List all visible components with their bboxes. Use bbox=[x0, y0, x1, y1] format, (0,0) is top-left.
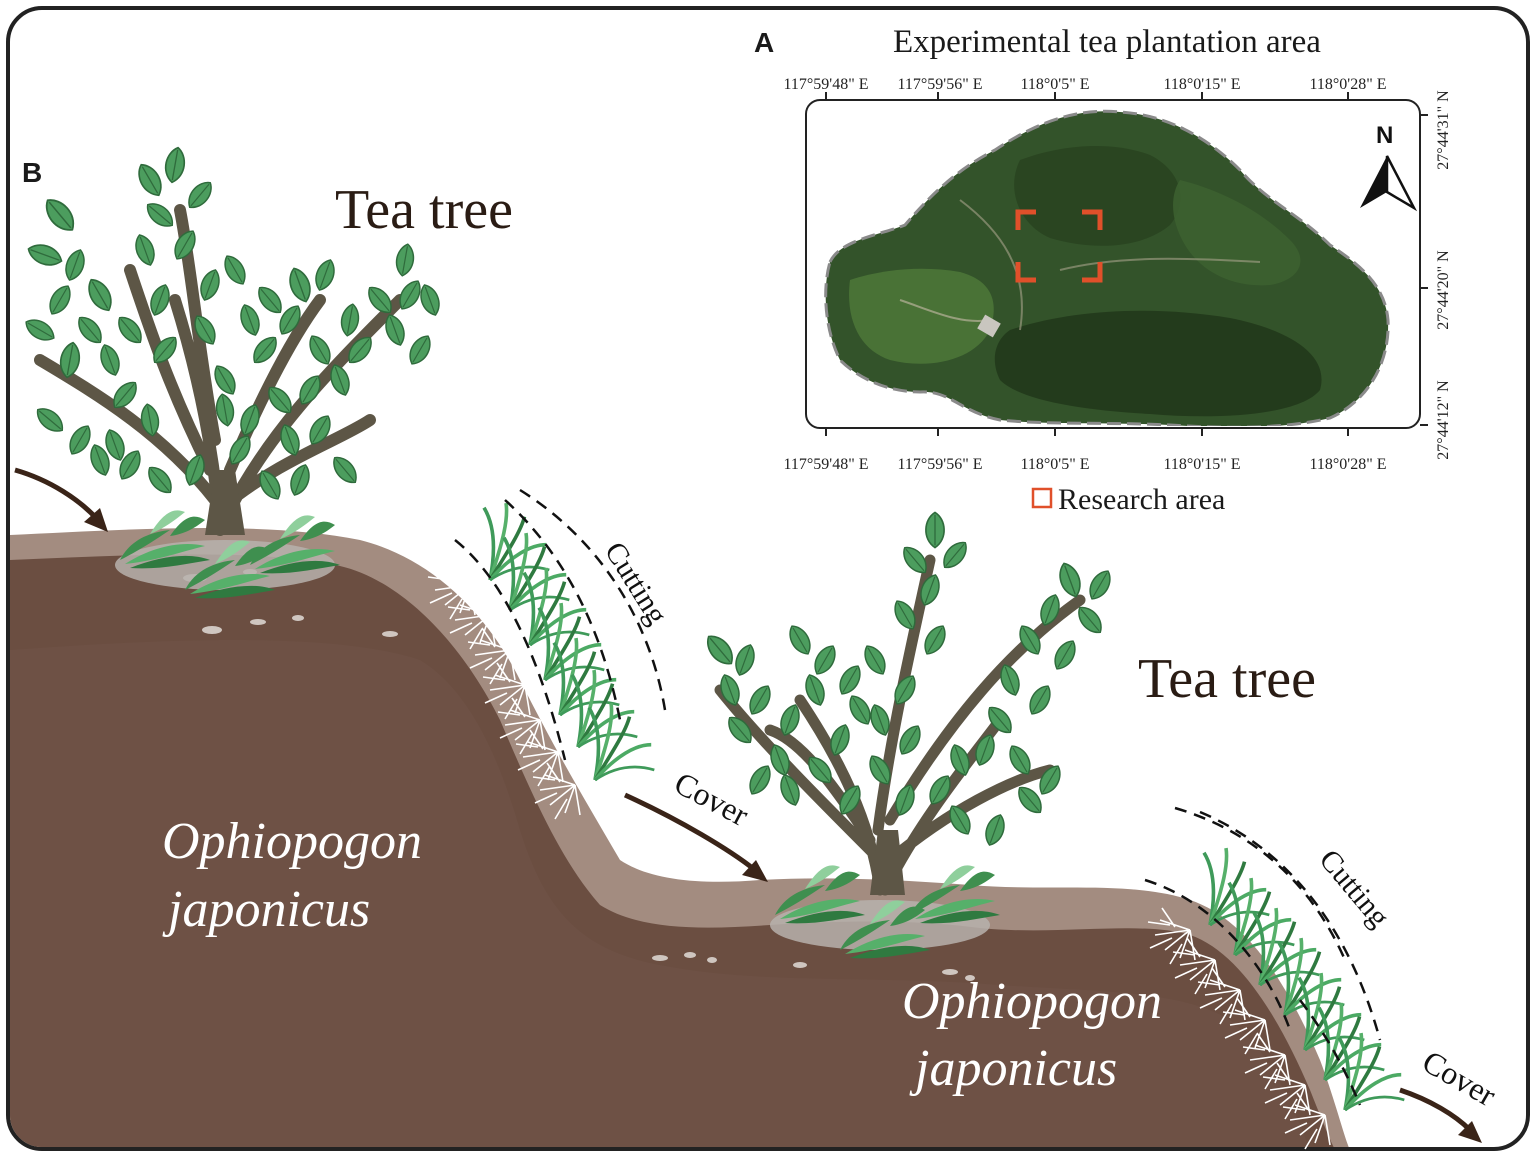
cutting-arc-2c bbox=[1144, 878, 1292, 1031]
cutting-arc-2b bbox=[1199, 810, 1382, 1041]
plant-label-2-line2: japonicus bbox=[909, 1040, 1117, 1097]
bottom-lon-tick-4: 118°0'15" E bbox=[1164, 456, 1241, 473]
cover-arrow-2 bbox=[1399, 1087, 1482, 1143]
research-area-legend-label: Research area bbox=[1058, 483, 1225, 516]
ophiopogon-tufts-2 bbox=[770, 865, 1000, 959]
north-arrow-icon: N bbox=[1360, 122, 1418, 212]
panel-b-label: B bbox=[22, 157, 42, 188]
bottom-lon-tick-1: 117°59'48" E bbox=[784, 456, 869, 473]
bottom-lon-tick-2: 117°59'56" E bbox=[898, 456, 983, 473]
panel-b-illustration: B Tea tree Tea tree Ophiopogon japonicus… bbox=[10, 145, 1503, 1150]
ophiopogon-tufts-1 bbox=[115, 510, 340, 599]
cutting-arc-2a bbox=[1174, 806, 1347, 961]
tea-tree-label-1: Tea tree bbox=[335, 179, 513, 241]
plant-label-2-line1: Ophiopogon bbox=[902, 973, 1162, 1030]
tea-tree-label-2: Tea tree bbox=[1138, 648, 1316, 710]
plant-label-1-line2: japonicus bbox=[162, 881, 370, 938]
lat-tick-1: 27°44'31" N bbox=[1435, 90, 1452, 170]
top-lon-tick-1: 117°59'48" E bbox=[784, 76, 869, 93]
plant-label-1-line1: Ophiopogon bbox=[162, 813, 422, 870]
cover-arrow-0 bbox=[14, 467, 108, 532]
cover-arrow-1 bbox=[623, 792, 768, 882]
bottom-lon-tick-3: 118°0'5" E bbox=[1021, 456, 1090, 473]
tea-leaf bbox=[925, 511, 945, 549]
top-lon-tick-3: 118°0'5" E bbox=[1021, 76, 1090, 93]
panel-a-label: A bbox=[754, 27, 774, 58]
soil-deep-layer bbox=[10, 640, 1310, 1147]
bottom-lon-tick-5: 118°0'28" E bbox=[1310, 456, 1387, 473]
lat-tick-3: 27°44'12" N bbox=[1435, 380, 1452, 460]
top-lon-tick-4: 118°0'15" E bbox=[1164, 76, 1241, 93]
panel-a-title: Experimental tea plantation area bbox=[893, 24, 1321, 60]
cutting-arc-2d bbox=[1298, 999, 1362, 1106]
map-ticks bbox=[825, 92, 1428, 436]
lat-tick-2: 27°44'20" N bbox=[1435, 250, 1452, 330]
tea-tree-1 bbox=[34, 204, 406, 536]
panel-a-map-inset: A Experimental tea plantation area bbox=[754, 24, 1452, 516]
satellite-image bbox=[824, 109, 1390, 426]
soil-stones bbox=[183, 569, 975, 981]
cutting-arc-1c bbox=[454, 539, 567, 761]
north-label: N bbox=[1376, 122, 1393, 149]
cutting-arc-1a bbox=[504, 499, 622, 721]
top-lon-tick-5: 118°0'28" E bbox=[1310, 76, 1387, 93]
top-lon-tick-2: 117°59'56" E bbox=[898, 76, 983, 93]
research-area-marker bbox=[1015, 209, 1103, 283]
research-area-legend-swatch bbox=[1031, 487, 1053, 509]
